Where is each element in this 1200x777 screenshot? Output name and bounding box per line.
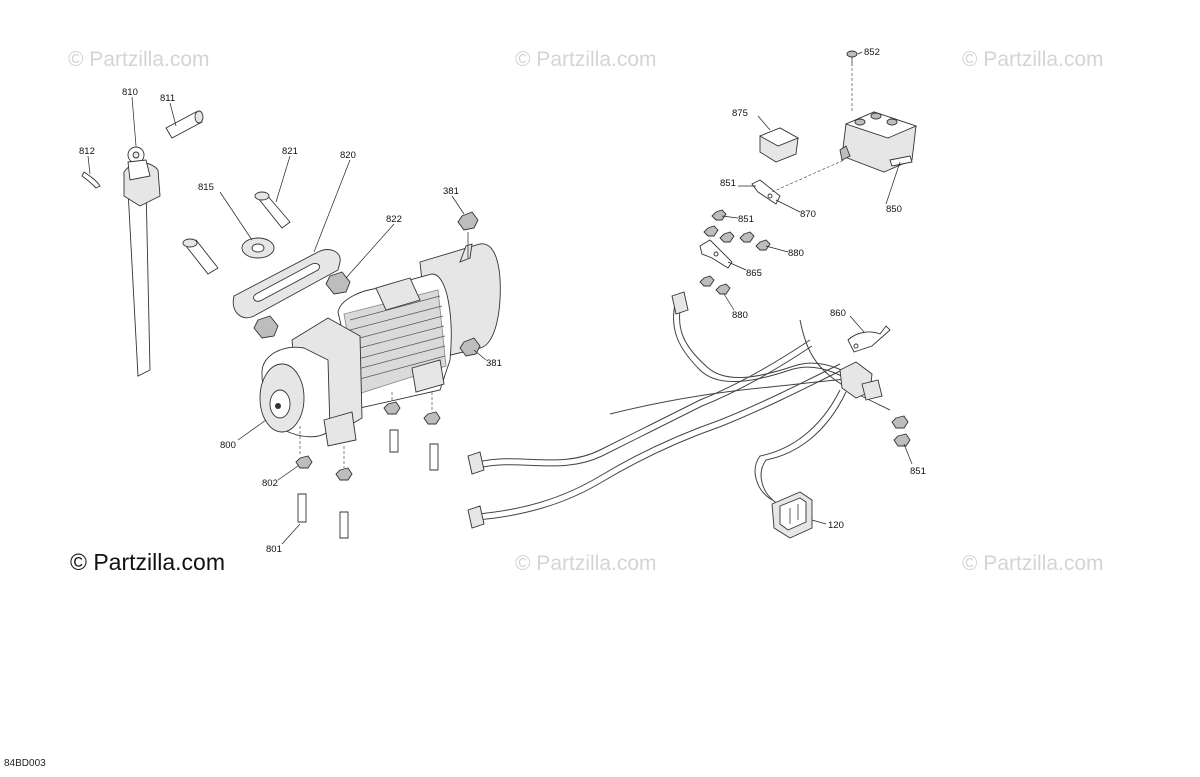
label-801[interactable]: 801 <box>266 544 282 555</box>
label-865[interactable]: 865 <box>746 268 762 279</box>
label-800[interactable]: 800 <box>220 440 236 451</box>
copyright-notice: © Partzilla.com <box>70 549 225 575</box>
label-875[interactable]: 875 <box>732 108 748 119</box>
label-820[interactable]: 820 <box>340 150 356 161</box>
label-802[interactable]: 802 <box>262 478 278 489</box>
contactor-screw[interactable] <box>846 50 858 112</box>
winch-mount-bolts[interactable] <box>295 401 441 539</box>
label-811[interactable]: 811 <box>160 93 175 104</box>
part-number-labels: 810 811 812 815 821 820 822 381 381 800 … <box>79 47 926 555</box>
winch-side-nut[interactable] <box>459 337 481 357</box>
label-851-middle[interactable]: 851 <box>738 214 754 225</box>
label-120[interactable]: 120 <box>828 520 844 531</box>
label-381-top[interactable]: 381 <box>443 186 459 197</box>
label-822[interactable]: 822 <box>386 214 402 225</box>
label-851-lower[interactable]: 851 <box>910 466 926 477</box>
label-880-lower[interactable]: 880 <box>732 310 748 321</box>
label-880-upper[interactable]: 880 <box>788 248 804 259</box>
harness-bracket[interactable] <box>699 239 733 269</box>
relay-bracket[interactable] <box>751 159 845 205</box>
winch-contactor[interactable] <box>839 111 918 173</box>
winch-top-nut[interactable] <box>457 211 479 258</box>
label-810[interactable]: 810 <box>122 87 138 98</box>
wiring-harness[interactable] <box>467 291 891 529</box>
label-821[interactable]: 821 <box>282 146 298 157</box>
label-850[interactable]: 850 <box>886 204 902 215</box>
label-812[interactable]: 812 <box>79 146 95 157</box>
label-381-side[interactable]: 381 <box>486 358 502 369</box>
hook-pin[interactable] <box>165 110 204 139</box>
label-860[interactable]: 860 <box>830 308 846 319</box>
small-nuts[interactable] <box>699 209 911 447</box>
winch-leader-lines <box>299 392 433 468</box>
watermark-bottom-center: © Partzilla.com <box>515 552 657 575</box>
fairlead-bolt-upper[interactable] <box>254 191 291 229</box>
fairlead-bolt-lower[interactable] <box>182 238 219 275</box>
label-leader-lines <box>87 51 913 545</box>
watermark-bottom-right: © Partzilla.com <box>962 552 1104 575</box>
roller-bushing[interactable] <box>241 237 275 259</box>
hook-clip[interactable] <box>81 171 101 189</box>
winch-strap-hook[interactable] <box>123 146 161 377</box>
harness-clamp[interactable] <box>847 325 891 353</box>
watermark-top-center: © Partzilla.com <box>515 48 657 71</box>
label-815[interactable]: 815 <box>198 182 214 193</box>
fairlead-nut-right[interactable] <box>325 271 351 295</box>
relay[interactable] <box>758 127 800 163</box>
label-870[interactable]: 870 <box>800 209 816 220</box>
winch-assembly[interactable] <box>259 243 501 447</box>
diagram-code: 84BD003 <box>4 758 46 769</box>
label-851-upper[interactable]: 851 <box>720 178 736 189</box>
winch-switch[interactable] <box>771 491 813 539</box>
label-852[interactable]: 852 <box>864 47 880 58</box>
fairlead-nut-left[interactable] <box>253 315 279 339</box>
watermark-top-right: © Partzilla.com <box>962 48 1104 71</box>
watermark-top-left: © Partzilla.com <box>68 48 210 71</box>
fairlead[interactable] <box>232 249 341 319</box>
